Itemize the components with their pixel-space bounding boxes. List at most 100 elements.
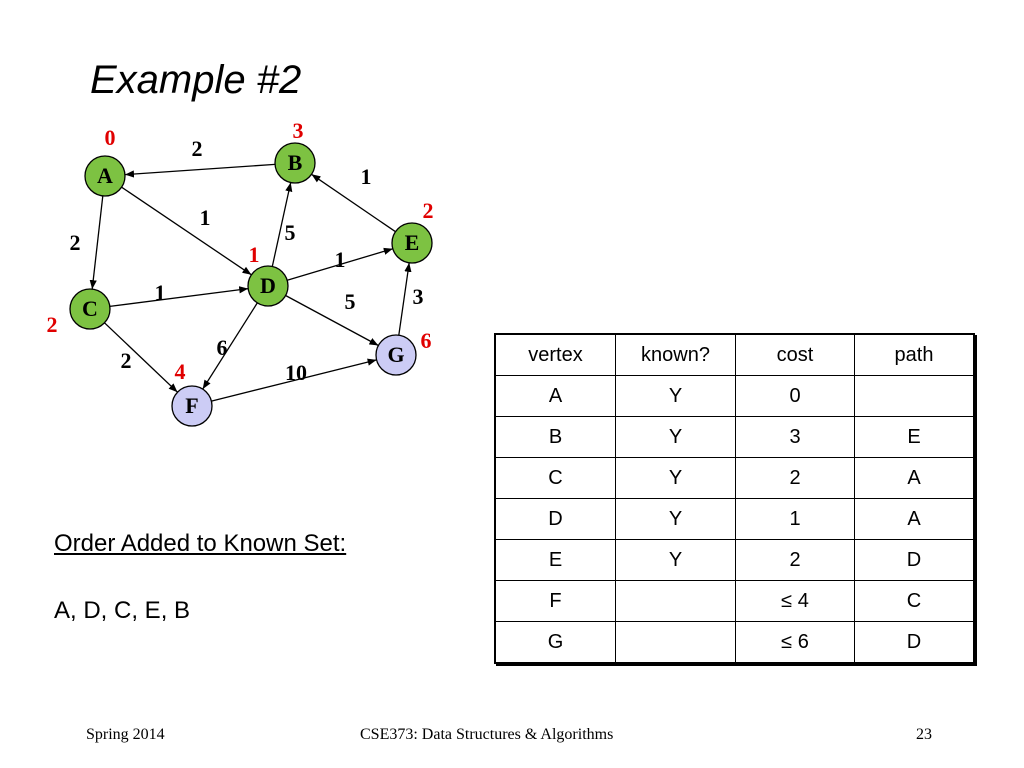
edge-weight-c-d: 1 — [155, 280, 166, 305]
footer-course: CSE373: Data Structures & Algorithms — [360, 726, 614, 743]
edge-weight-a-d: 1 — [200, 205, 211, 230]
cell-vertex: A — [494, 375, 616, 417]
edge-a-c — [89, 195, 104, 290]
cell-vertex: F — [494, 580, 616, 622]
table-row: F ≤ 4 C — [494, 580, 975, 622]
cell-cost: 3 — [735, 416, 855, 458]
node-cost-d: 1 — [249, 242, 260, 267]
header-vertex: vertex — [494, 333, 616, 376]
node-label-b: B — [288, 150, 303, 175]
node-cost-a: 0 — [105, 125, 116, 150]
cell-path: D — [854, 621, 975, 664]
edge-weight-d-f: 6 — [217, 335, 228, 360]
node-cost-e: 2 — [423, 198, 434, 223]
cell-known — [615, 621, 736, 664]
node-f: F — [171, 385, 213, 427]
node-d: D — [247, 265, 289, 307]
cell-path: A — [854, 498, 975, 540]
cell-vertex: G — [494, 621, 616, 664]
cell-vertex: B — [494, 416, 616, 458]
cell-cost: ≤ 4 — [735, 580, 855, 622]
order-list: A, D, C, E, B — [54, 597, 191, 624]
cell-cost: 2 — [735, 539, 855, 581]
cell-known: Y — [615, 375, 736, 417]
table-row: E Y 2 D — [494, 539, 975, 581]
edge-d-f — [202, 302, 258, 390]
cell-cost: ≤ 6 — [735, 621, 855, 664]
header-path: path — [854, 333, 975, 376]
cell-cost: 1 — [735, 498, 855, 540]
cell-vertex: C — [494, 457, 616, 499]
edge-weight-d-e: 1 — [335, 247, 346, 272]
cell-cost: 0 — [735, 375, 855, 417]
node-circle-d — [247, 265, 289, 307]
edge-weight-c-f: 2 — [121, 348, 132, 373]
table-row: G ≤ 6 D — [494, 621, 975, 664]
table-header-row: vertex known? cost path — [494, 333, 975, 376]
node-cost-c: 2 — [47, 312, 58, 337]
node-cost-b: 3 — [293, 118, 304, 143]
table-row: B Y 3 E — [494, 416, 975, 458]
node-label-a: A — [97, 163, 113, 188]
node-a: A — [84, 155, 126, 197]
edge-weight-g-e: 3 — [413, 284, 424, 309]
edge-weight-d-g: 5 — [345, 289, 356, 314]
edge-g-e — [398, 262, 412, 336]
edge-e-b — [311, 173, 396, 233]
header-known: known? — [615, 333, 736, 376]
node-label-g: G — [387, 342, 404, 367]
edge-b-a — [124, 163, 276, 178]
cell-path: D — [854, 539, 975, 581]
node-c: C — [69, 288, 111, 330]
footer-term: Spring 2014 — [86, 726, 165, 743]
edge-d-g — [285, 294, 379, 347]
node-label-c: C — [82, 296, 98, 321]
edge-d-b — [271, 182, 293, 267]
node-label-e: E — [405, 230, 420, 255]
node-label-d: D — [260, 273, 276, 298]
order-heading: Order Added to Known Set: — [54, 530, 347, 557]
cell-cost: 2 — [735, 457, 855, 499]
node-cost-f: 4 — [175, 359, 186, 384]
cell-path: A — [854, 457, 975, 499]
node-circle-g — [375, 334, 417, 376]
edge-weight-f-g: 10 — [285, 360, 307, 385]
cell-vertex: E — [494, 539, 616, 581]
node-e: E — [391, 222, 433, 264]
cell-vertex: D — [494, 498, 616, 540]
cell-known: Y — [615, 498, 736, 540]
edge-c-d — [109, 286, 249, 308]
node-circle-c — [69, 288, 111, 330]
edge-weight-e-b: 1 — [361, 164, 372, 189]
edge-f-g — [211, 358, 377, 402]
node-g: G — [375, 334, 417, 376]
node-circle-a — [84, 155, 126, 197]
cell-known: Y — [615, 457, 736, 499]
cell-known: Y — [615, 416, 736, 458]
node-cost-g: 6 — [421, 328, 432, 353]
edge-c-f — [104, 322, 178, 393]
cell-path: C — [854, 580, 975, 622]
header-cost: cost — [735, 333, 855, 376]
cell-known — [615, 580, 736, 622]
edge-weight-d-b: 5 — [285, 220, 296, 245]
edge-d-e — [287, 247, 393, 281]
footer-page-number: 23 — [916, 726, 932, 743]
slide-title: Example #2 — [90, 58, 302, 102]
cell-path — [854, 375, 975, 417]
edge-weight-b-a: 2 — [192, 136, 203, 161]
table-row: A Y 0 — [494, 375, 975, 417]
edge-a-d — [121, 186, 252, 276]
node-label-f: F — [185, 393, 198, 418]
table-row: D Y 1 A — [494, 498, 975, 540]
node-circle-e — [391, 222, 433, 264]
dijkstra-table: vertex known? cost path A Y 0 B Y 3 E C … — [494, 333, 975, 664]
node-b: B — [274, 142, 316, 184]
table-row: C Y 2 A — [494, 457, 975, 499]
cell-known: Y — [615, 539, 736, 581]
node-circle-f — [171, 385, 213, 427]
node-circle-b — [274, 142, 316, 184]
cell-path: E — [854, 416, 975, 458]
edge-weight-a-c: 2 — [70, 230, 81, 255]
